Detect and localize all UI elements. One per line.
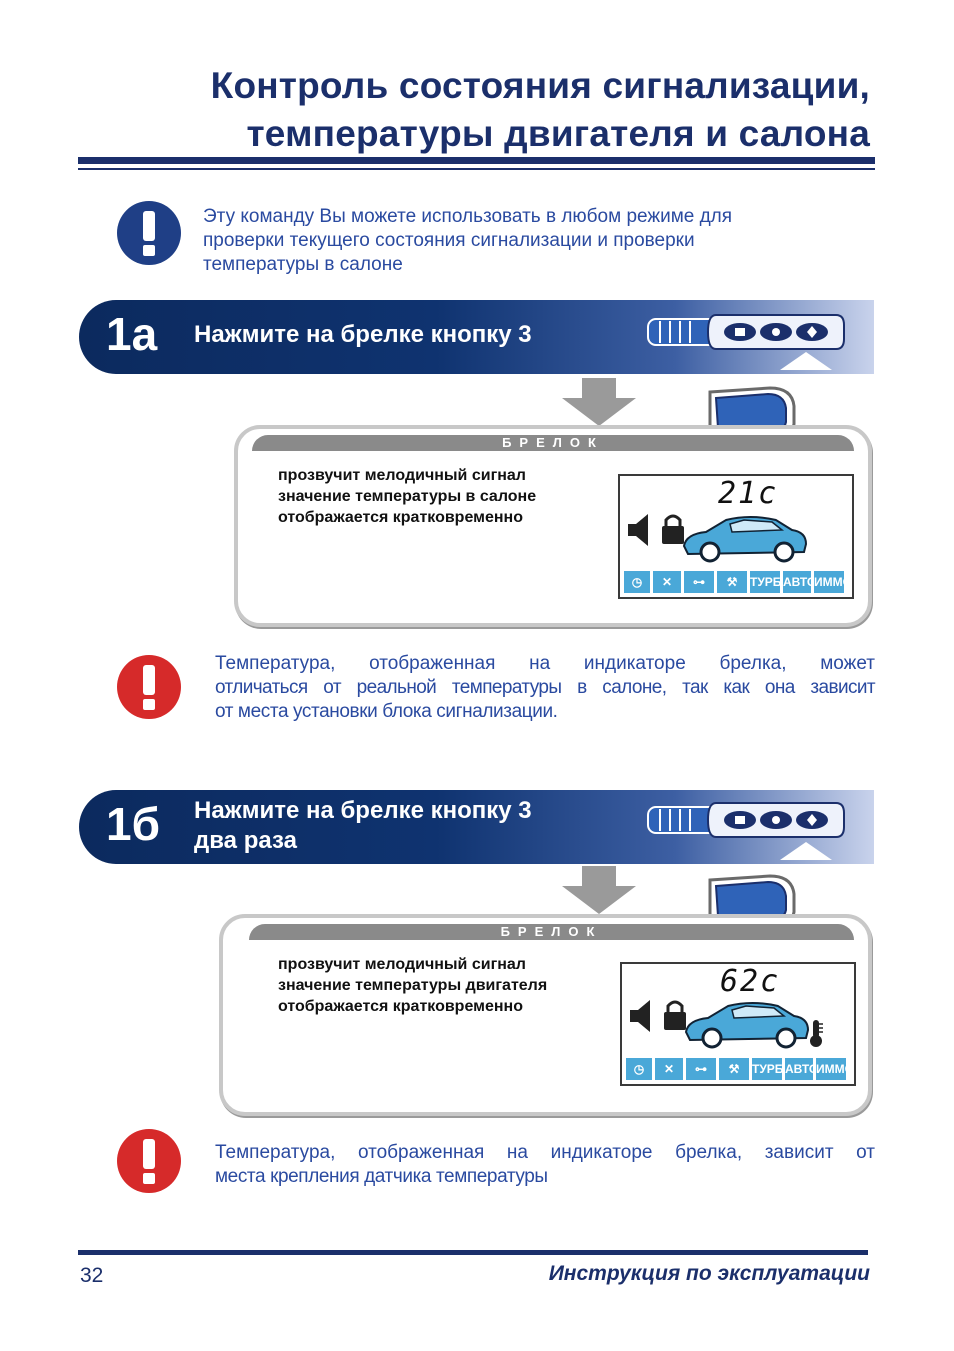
page-number: 32	[80, 1264, 104, 1287]
intro-note-line: Эту команду Вы можете использовать в люб…	[203, 206, 733, 227]
step-number: 1а	[106, 308, 158, 360]
panel-text-line: отображается кратковременно	[278, 998, 523, 1015]
panel-text: прозвучит мелодичный сигнал значение тем…	[278, 465, 536, 528]
page-title: Контроль состояния сигнализации, темпера…	[211, 62, 870, 158]
step-label: Нажмите на брелке кнопку 3	[194, 320, 532, 350]
keyfob-icon	[647, 802, 845, 838]
step-label-line: два раза	[194, 827, 297, 854]
car-icon	[684, 1002, 810, 1049]
step-number: 1б	[106, 798, 160, 850]
exclamation-icon	[117, 1129, 181, 1193]
button-3-pointer-icon	[780, 842, 832, 860]
step-1b-panel: БРЕЛОК прозвучит мелодичный сигнал значе…	[219, 914, 872, 1116]
immo-indicator: ИММО	[814, 571, 852, 593]
exclamation-icon	[117, 655, 181, 719]
down-arrow-icon	[562, 378, 636, 426]
thermometer-icon	[810, 1020, 823, 1047]
panel-header: БРЕЛОК	[252, 435, 854, 451]
step-label: Нажмите на брелке кнопку 3 два раза	[194, 796, 532, 856]
down-arrow-icon	[562, 866, 636, 914]
step-1a-panel: БРЕЛОК прозвучит мелодичный сигнал значе…	[234, 425, 872, 627]
turbo-indicator: ТУРБО	[750, 571, 791, 593]
key-icon: ⊶	[684, 571, 714, 593]
lcd-icon-row: ◷ ✕ ⊶ ⚒ ТУРБО АВТО ИММО	[626, 1058, 854, 1080]
siren-lock-icon	[630, 1000, 686, 1032]
auto-indicator: АВТО	[785, 1058, 818, 1080]
lcd-display: 21c ◷ ✕ ⊶ ⚒ ТУРБО АВТО ИММО	[618, 474, 854, 599]
panel-text-line: отображается кратковременно	[278, 509, 523, 526]
lcd-display: 62c ◷ ✕ ⊶ ⚒ ТУРБО АВТО ИММО	[620, 962, 856, 1086]
clock-icon: ◷	[626, 1058, 652, 1080]
panel-text: прозвучит мелодичный сигнал значение тем…	[278, 954, 547, 1017]
warning-note-line: места крепления датчика температуры	[215, 1166, 548, 1187]
step-label-line: Нажмите на брелке кнопку 3	[194, 321, 532, 348]
warning-note-1: Температура, отображенная на индикаторе …	[215, 652, 876, 724]
button-3-pointer-icon	[780, 352, 832, 370]
intro-note: Эту команду Вы можете использовать в люб…	[203, 205, 843, 277]
step-label-line: Нажмите на брелке кнопку 3	[194, 797, 532, 824]
wrench-icon: ⚒	[717, 571, 747, 593]
footer-divider	[78, 1250, 868, 1255]
warning-note-line: отличаться от реальной температуры в сал…	[215, 677, 876, 698]
lcd-temperature: 62c	[720, 964, 781, 999]
warning-note-line: Температура, отображенная на индикаторе …	[215, 1142, 875, 1163]
warning-note-2: Температура, отображенная на индикаторе …	[215, 1141, 875, 1189]
siren-lock-icon	[628, 514, 684, 546]
page-title-line-2: температуры двигателя и салона	[246, 113, 870, 154]
clock-icon: ◷	[624, 571, 650, 593]
service-icon: ✕	[653, 571, 681, 593]
lcd-icon-row: ◷ ✕ ⊶ ⚒ ТУРБО АВТО ИММО	[624, 571, 852, 593]
footer-title: Инструкция по эксплуатации	[548, 1262, 870, 1285]
key-icon: ⊶	[686, 1058, 716, 1080]
exclamation-icon	[117, 201, 181, 265]
lcd-temperature: 21c	[718, 476, 779, 511]
panel-text-line: прозвучит мелодичный сигнал	[278, 467, 526, 484]
warning-note-line: Температура, отображенная на индикаторе …	[215, 653, 875, 674]
immo-indicator: ИММО	[816, 1058, 854, 1080]
car-icon	[682, 516, 808, 563]
page-title-line-1: Контроль состояния сигнализации,	[210, 65, 870, 106]
panel-text-line: значение температуры двигателя	[278, 977, 548, 994]
turbo-indicator: ТУРБО	[752, 1058, 793, 1080]
warning-note-line: от места установки блока сигнализации.	[215, 701, 558, 722]
service-icon: ✕	[655, 1058, 683, 1080]
title-divider	[78, 157, 875, 164]
keyfob-icon	[647, 314, 845, 350]
panel-header: БРЕЛОК	[249, 924, 854, 940]
wrench-icon: ⚒	[719, 1058, 749, 1080]
title-divider-thin	[78, 168, 875, 170]
auto-indicator: АВТО	[783, 571, 816, 593]
panel-text-line: прозвучит мелодичный сигнал	[278, 956, 526, 973]
intro-note-line: температуры в салоне	[203, 254, 403, 275]
panel-text-line: значение температуры в салоне	[278, 488, 537, 505]
intro-note-line: проверки текущего состояния сигнализации…	[203, 230, 695, 251]
